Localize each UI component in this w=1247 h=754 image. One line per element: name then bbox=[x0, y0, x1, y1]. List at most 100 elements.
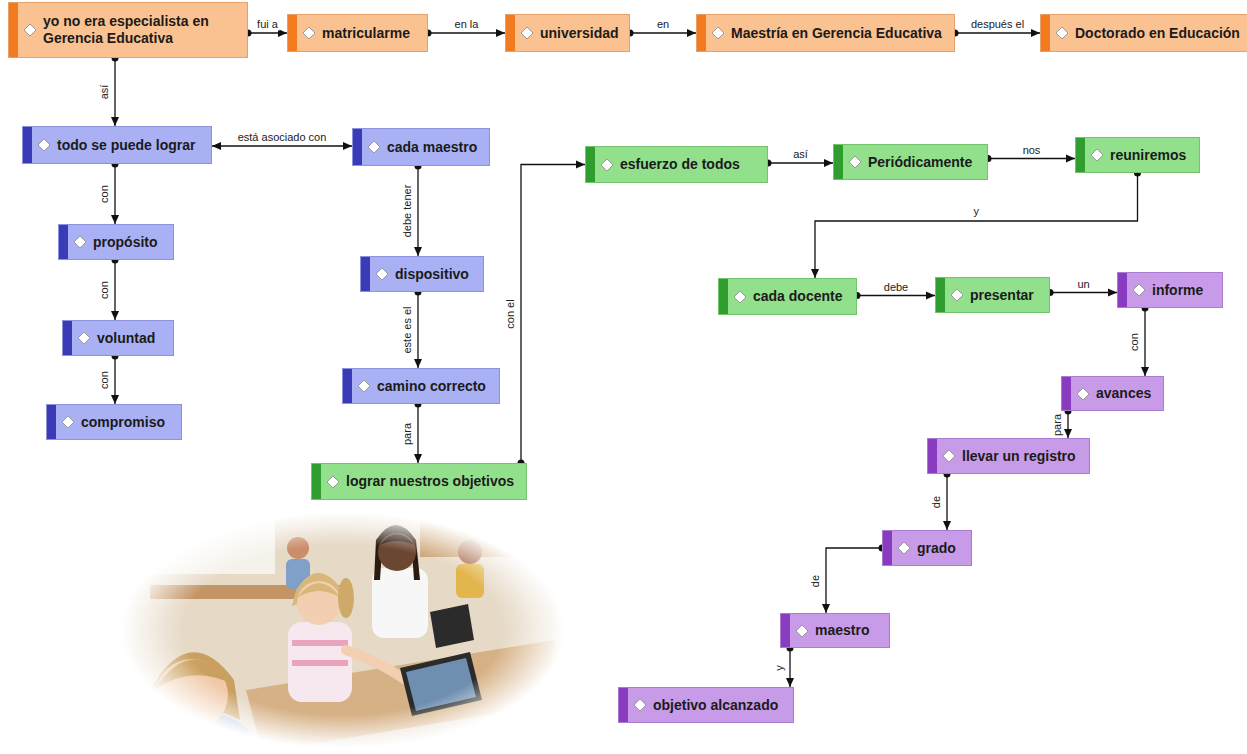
diamond-icon bbox=[367, 140, 381, 154]
arrow-head bbox=[824, 159, 833, 167]
concept-text: lograr nuestros objetivos bbox=[346, 473, 516, 490]
arrow-head bbox=[414, 359, 422, 368]
diamond-icon bbox=[23, 23, 37, 37]
concept-box: yo no era especialista en Gerencia Educa… bbox=[8, 2, 248, 58]
ponytail bbox=[338, 578, 354, 618]
edge-label: con bbox=[98, 183, 111, 205]
tablet bbox=[400, 652, 482, 716]
concept-text: cada maestro bbox=[387, 139, 479, 156]
diamond-icon bbox=[633, 698, 647, 712]
edge-label: con el bbox=[504, 297, 517, 330]
diamond-shape bbox=[521, 27, 533, 39]
connector bbox=[943, 471, 951, 531]
student-head bbox=[378, 533, 416, 571]
arrow-head bbox=[687, 29, 696, 37]
concept-box: cada docente bbox=[718, 278, 857, 315]
connector-line bbox=[815, 173, 1138, 278]
color-bar bbox=[506, 15, 515, 51]
color-bar bbox=[697, 15, 706, 51]
connector-line bbox=[417, 166, 418, 256]
connector-line bbox=[630, 32, 696, 33]
arrow-head bbox=[943, 521, 951, 530]
arrow-head bbox=[822, 604, 830, 613]
color-bar bbox=[781, 614, 790, 647]
arrow-head bbox=[926, 292, 935, 300]
diamond-icon bbox=[61, 415, 75, 429]
diamond-shape bbox=[943, 450, 955, 462]
concept-text: cada docente bbox=[753, 288, 846, 305]
connector-line bbox=[857, 295, 935, 296]
student-body bbox=[288, 622, 352, 702]
concept-text: avances bbox=[1096, 385, 1153, 402]
connector-line bbox=[988, 158, 1075, 159]
diamond-shape bbox=[849, 156, 861, 168]
arrow-head bbox=[414, 247, 422, 256]
student-hair bbox=[380, 534, 414, 545]
diamond-shape bbox=[1091, 149, 1103, 161]
color-bar bbox=[23, 127, 32, 163]
connector bbox=[111, 55, 119, 127]
shelf bbox=[420, 515, 565, 557]
diamond-icon bbox=[848, 155, 862, 169]
diamond-shape bbox=[734, 291, 746, 303]
tablet bbox=[430, 604, 474, 648]
color-bar bbox=[353, 129, 362, 165]
student-head bbox=[458, 540, 482, 564]
connector bbox=[414, 289, 422, 369]
diamond-shape bbox=[796, 625, 808, 637]
student-head bbox=[287, 537, 309, 559]
color-bar bbox=[59, 225, 68, 259]
connector bbox=[1141, 305, 1149, 377]
diamond-shape bbox=[78, 332, 90, 344]
color-bar bbox=[1041, 15, 1050, 51]
arrow-head bbox=[811, 269, 819, 278]
connector bbox=[811, 170, 1141, 279]
connector-line bbox=[521, 165, 585, 464]
concept-text: grado bbox=[917, 540, 961, 557]
diamond-shape bbox=[634, 699, 646, 711]
concept-text: Maestría en Gerencia Educativa bbox=[731, 25, 944, 42]
concept-text: camino correcto bbox=[377, 378, 489, 395]
edge-label: con bbox=[98, 279, 111, 301]
concept-box: todo se puede lograr bbox=[22, 126, 212, 164]
diamond-shape bbox=[1056, 27, 1068, 39]
connector bbox=[822, 545, 886, 614]
arrow-head bbox=[1066, 155, 1075, 163]
concept-text: Periódicamente bbox=[868, 154, 977, 171]
student-hair bbox=[374, 525, 420, 580]
diamond-icon bbox=[1055, 26, 1069, 40]
student-body bbox=[456, 564, 484, 598]
arrow-head bbox=[1064, 429, 1072, 438]
concept-text: universidad bbox=[540, 25, 619, 42]
tablet-screen bbox=[406, 658, 476, 711]
connector bbox=[111, 161, 119, 225]
diamond-shape bbox=[62, 416, 74, 428]
arrow-head bbox=[111, 311, 119, 320]
connector bbox=[518, 161, 586, 467]
diamond-shape bbox=[1133, 284, 1145, 296]
color-bar bbox=[9, 3, 18, 57]
diamond-icon bbox=[733, 290, 747, 304]
color-bar bbox=[47, 405, 56, 439]
concept-box: informe bbox=[1117, 272, 1223, 308]
color-bar bbox=[63, 321, 72, 355]
diamond-icon bbox=[520, 26, 534, 40]
diamond-icon bbox=[37, 138, 51, 152]
diamond-shape bbox=[601, 159, 613, 171]
diamond-shape bbox=[38, 139, 50, 151]
concept-text: objetivo alcanzado bbox=[653, 697, 783, 714]
student-hair bbox=[154, 659, 232, 690]
connector-line bbox=[955, 32, 1040, 33]
concept-box: llevar un registro bbox=[927, 438, 1090, 474]
color-bar bbox=[586, 147, 595, 182]
arrow-head bbox=[1141, 367, 1149, 376]
color-bar bbox=[343, 369, 352, 403]
concept-box: lograr nuestros objetivos bbox=[311, 463, 527, 500]
edge-label: de bbox=[930, 494, 943, 510]
color-bar bbox=[928, 439, 937, 473]
connector-line bbox=[417, 292, 418, 368]
concept-box: reuniremos bbox=[1075, 137, 1200, 173]
diamond-icon bbox=[357, 379, 371, 393]
concept-box: objetivo alcanzado bbox=[618, 687, 794, 723]
color-bar bbox=[288, 15, 297, 51]
